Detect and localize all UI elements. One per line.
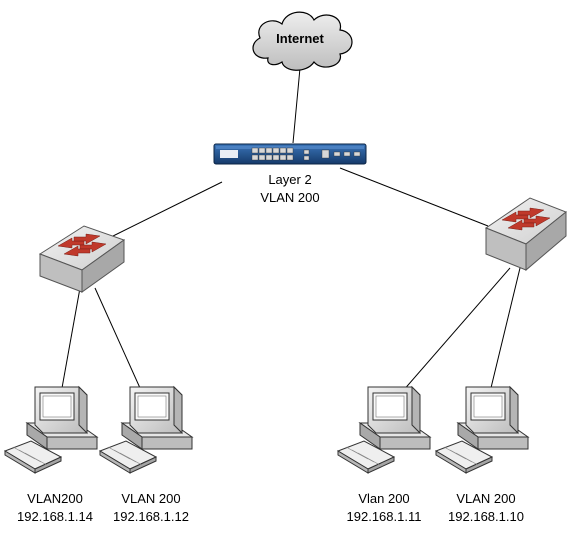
host-3-ip: 192.168.1.11	[346, 509, 422, 524]
link-right-switch-pc3	[401, 267, 511, 393]
host-3-name: Vlan 200	[358, 491, 410, 506]
link-firewall-left-switch	[104, 181, 223, 241]
firewall-label-line2: VLAN 200	[260, 190, 320, 205]
link-firewall-right-switch	[339, 167, 489, 227]
computer-icon-1	[3, 385, 99, 474]
firewall-label-line1: Layer 2	[268, 172, 312, 187]
link-left-switch-pc1	[61, 287, 81, 389]
host-4-ip: 192.168.1.10	[448, 509, 524, 524]
keyboard-icon-3	[336, 440, 396, 474]
connections	[61, 67, 521, 393]
host-1-name: VLAN200	[27, 491, 83, 506]
firewall-appliance-icon	[213, 143, 367, 165]
computer-icon-4	[434, 385, 530, 474]
host-4-name: VLAN 200	[456, 491, 516, 506]
keyboard-icon-1	[3, 440, 63, 474]
pc-group	[3, 385, 530, 474]
computer-icon-3	[336, 385, 432, 474]
link-internet-firewall	[292, 67, 301, 144]
keyboard-icon-4	[434, 440, 494, 474]
link-right-switch-pc4	[489, 267, 521, 393]
switch-right-icon	[484, 197, 567, 272]
host-2-name: VLAN 200	[121, 491, 181, 506]
link-left-switch-pc2	[94, 287, 141, 389]
host-2-ip: 192.168.1.12	[113, 509, 189, 524]
internet-cloud-icon	[252, 11, 353, 71]
computer-icon-2	[98, 385, 194, 474]
switch-left-icon	[38, 225, 126, 293]
internet-label: Internet	[276, 31, 324, 46]
host-1-ip: 192.168.1.14	[17, 509, 93, 524]
keyboard-icon-2	[98, 440, 158, 474]
